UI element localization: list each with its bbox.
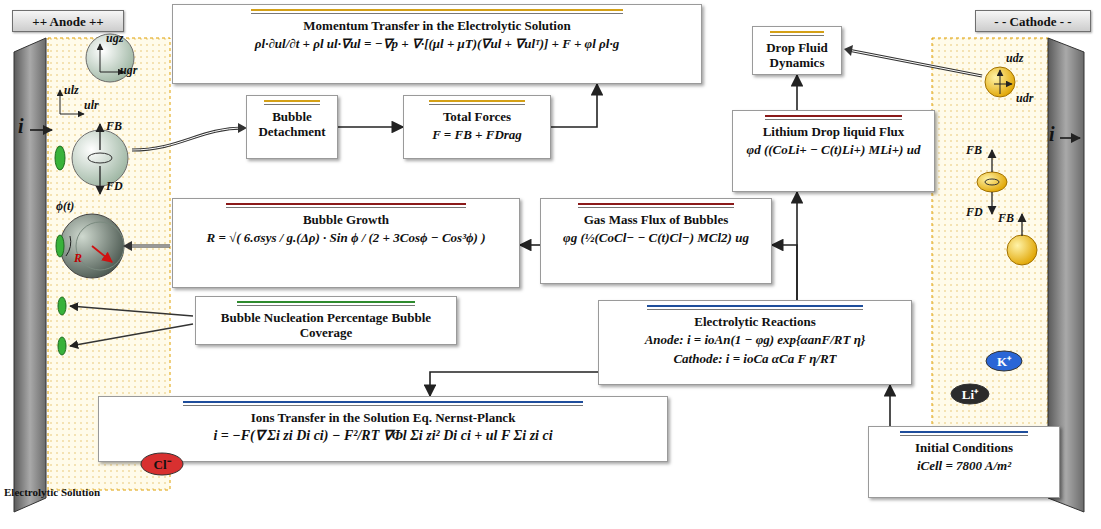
equation-text: Anode: i = ioAn(1 − φg) exp{αanF/RT η} (605, 332, 905, 348)
heading-rule (578, 203, 735, 208)
box-heading: K⁺ (997, 354, 1011, 369)
ion-symbol: Cl⁻ (140, 452, 184, 476)
heading-rule (251, 9, 623, 14)
heading-rule (429, 100, 525, 105)
box-heading: Total Forces (410, 109, 544, 124)
process-box: Lithium Drop liquid Flux φd ((CoLi+ − C(t… (732, 110, 935, 192)
box-heading: Drop Fluid Dynamics (759, 40, 835, 70)
process-box: Bubble Growth R = √( 6.σsys / g.(Δρ) · Si… (172, 198, 520, 288)
heading-rule (183, 401, 583, 406)
box-heading: Electrolytic Reactions (605, 314, 905, 329)
process-box: Drop Fluid Dynamics (752, 26, 842, 75)
box-heading: Lithium Drop liquid Flux (739, 124, 928, 139)
equation-text: R = √( 6.σsys / g.(Δρ) · Sin ϕ / (2 + 3C… (179, 230, 513, 246)
symbol-label: FD (106, 180, 123, 193)
symbol-label: R (74, 252, 82, 265)
heading-rule (647, 305, 863, 310)
heading-rule (226, 203, 466, 208)
ion-symbol: Li⁺ (950, 383, 990, 405)
symbol-label: ugr (120, 64, 137, 77)
process-box: Bubble Nucleation Percentage Bubble Cove… (195, 296, 457, 345)
flow-arrow (796, 75, 798, 110)
symbol-label: FB (106, 120, 122, 133)
heading-rule (770, 31, 825, 36)
symbol-label: FB (998, 212, 1014, 225)
box-heading: Momentum Transfer in the Electrolytic So… (179, 18, 695, 33)
box-heading: - - Cathode - - (994, 14, 1071, 29)
process-box: Electrolytic ReactionsAnode: i = ioAn(1 … (598, 300, 912, 385)
symbol-label: FD (966, 206, 983, 219)
heading-rule (237, 301, 416, 306)
box-heading: Bubble Growth (179, 212, 513, 227)
process-box: Bubble Detachment (246, 95, 338, 159)
symbol-label: i (18, 116, 24, 136)
flow-arrow (772, 245, 797, 300)
box-heading: Ions Transfer in the Solution Eq. Nernst… (105, 410, 661, 425)
heading-rule (900, 431, 1028, 436)
equation-text: Cathode: i = ioCa αCa F η/RT (605, 351, 905, 367)
symbol-label: ulr (84, 99, 99, 112)
equation-text: iCell = 7800 A/m² (875, 458, 1053, 474)
process-box: Initial Conditions iCell = 7800 A/m² (868, 426, 1060, 498)
box-heading: Initial Conditions (875, 440, 1053, 455)
electrode-label: - - Cathode - - (975, 10, 1091, 32)
equation-text: ρl·∂ul/∂t + ρl ul·∇ul = −∇p + ∇·[(μl + μ… (179, 36, 695, 52)
symbol-label: i (1049, 124, 1055, 144)
symbol-label: ulz (64, 84, 79, 97)
box-heading: Bubble Nucleation Percentage Bubble Cove… (202, 310, 450, 340)
heading-rule (264, 100, 320, 105)
symbol-label: udr (1016, 92, 1033, 105)
equation-text: φd ((CoLi+ − C(t)Li+) MLi+) ud (739, 142, 928, 158)
electrode-label: ++ Anode ++ (12, 10, 124, 32)
symbol-label: ϕ(t) (56, 200, 74, 213)
symbol-label: FB (966, 144, 982, 157)
box-heading: ++ Anode ++ (32, 14, 104, 29)
flow-arrow (338, 126, 403, 128)
flow-arrow (430, 372, 598, 396)
symbol-label: udz (1006, 52, 1023, 65)
ion-symbol: K⁺ (985, 350, 1023, 372)
box-heading: Gas Mass Flux of Bubbles (547, 212, 765, 227)
flow-arrow (520, 244, 540, 246)
process-box: Gas Mass Flux of Bubbles φg (½(CoCl− − C(… (540, 198, 772, 284)
box-heading: Cl⁻ (154, 457, 171, 472)
symbol-label: ugz (106, 32, 123, 45)
box-heading: Li⁺ (962, 387, 978, 402)
flow-arrow (551, 84, 597, 127)
equation-text: F = FB + FDrag (410, 127, 544, 143)
equation-text: i = −F(∇ Σi zi Di ci) − F²/RT ∇Φl Σi zi²… (105, 428, 661, 444)
box-heading: Bubble Detachment (253, 109, 331, 139)
process-box: Momentum Transfer in the Electrolytic So… (172, 4, 702, 84)
heading-rule (765, 115, 901, 120)
equation-text: φg (½(CoCl− − C(t)Cl−) MCl2) ug (547, 230, 765, 246)
region-label: Electrolytic Solution (4, 486, 100, 499)
process-box: Total Forces F = FB + FDrag (403, 95, 551, 159)
process-box: Ions Transfer in the Solution Eq. Nernst… (98, 396, 668, 462)
flow-arrow (889, 385, 891, 426)
